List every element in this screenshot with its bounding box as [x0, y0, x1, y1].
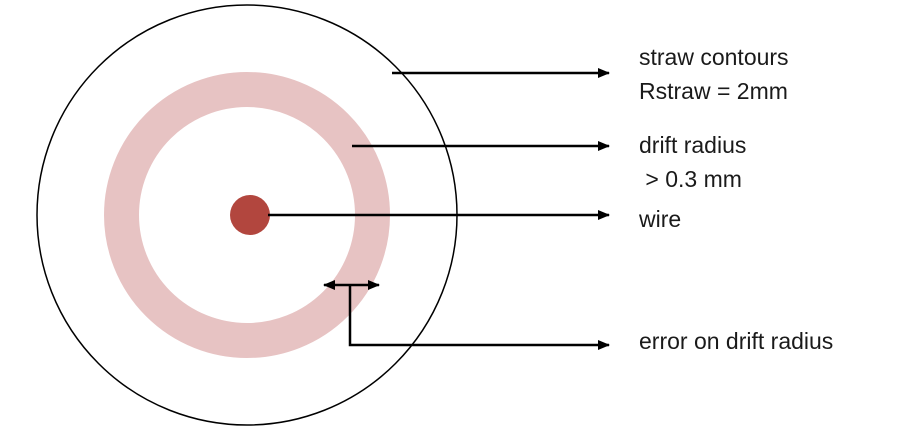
straw-contours-label: straw contours: [639, 44, 789, 70]
error-on-drift-radius-label: error on drift radius: [639, 328, 834, 354]
wire-label: wire: [639, 206, 682, 232]
drift-radius-value-label: > 0.3 mm: [639, 166, 742, 192]
straw-radius-label: Rstraw = 2mm: [639, 78, 788, 104]
error-pointer-line: [348, 285, 610, 350]
wire-dot: [230, 195, 270, 235]
drift-radius-label: drift radius: [639, 132, 747, 158]
